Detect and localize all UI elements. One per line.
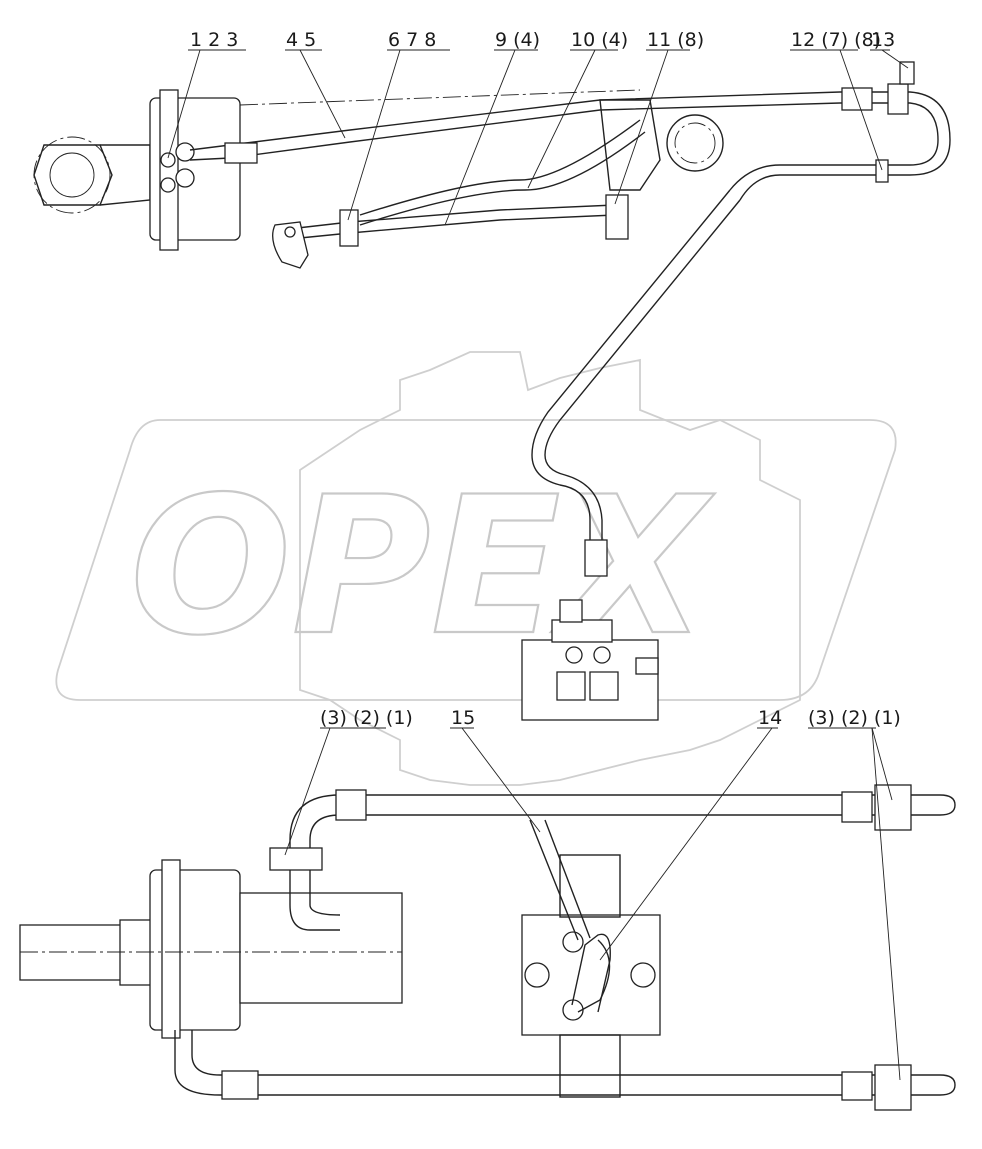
bottom-body bbox=[239, 892, 403, 1004]
callout-14: 14 bbox=[758, 707, 782, 729]
bottom-valve-port-1 bbox=[524, 962, 550, 988]
top-centerline bbox=[239, 89, 641, 106]
top-elbow-flange bbox=[272, 221, 309, 269]
callout-10-4: 10 (4) bbox=[571, 29, 628, 51]
top-clip-12 bbox=[875, 159, 889, 183]
callout-13: 13 bbox=[871, 29, 895, 51]
callout-4-5: 4 5 bbox=[286, 29, 316, 51]
top-eye-inner bbox=[49, 152, 95, 198]
callout-6-7-8: 6 7 8 bbox=[388, 29, 436, 51]
top-valve-port bbox=[666, 114, 724, 172]
top-fitting-nut bbox=[584, 539, 608, 577]
mid-valve-lever-1 bbox=[556, 671, 586, 701]
mid-valve-hole-2 bbox=[593, 646, 611, 664]
mid-valve-fitting-l bbox=[559, 599, 583, 623]
top-valve-port-dash bbox=[674, 122, 716, 164]
watermark-gear bbox=[299, 351, 801, 786]
top-clamp-11 bbox=[605, 194, 629, 240]
bottom-clamp-ul bbox=[269, 847, 323, 871]
top-pipe-cross-a bbox=[359, 119, 641, 216]
bottom-fitting-lr bbox=[841, 1071, 873, 1101]
top-pipe-upper-b bbox=[189, 102, 939, 191]
bottom-valve-port-3 bbox=[562, 931, 584, 953]
callout-leaders bbox=[167, 49, 909, 1081]
watermark-banner bbox=[55, 419, 897, 701]
top-clamp-678 bbox=[339, 209, 359, 247]
bottom-pipe-lower-a bbox=[174, 1030, 956, 1096]
top-flange-plate bbox=[159, 89, 179, 251]
bottom-fitting-ul bbox=[335, 789, 367, 821]
bottom-shaft bbox=[19, 924, 126, 981]
bottom-pipe-upper-a bbox=[289, 794, 956, 931]
callout-11-8: 11 (8) bbox=[647, 29, 704, 51]
top-clip-13 bbox=[899, 61, 915, 85]
top-bolt-4 bbox=[160, 177, 176, 193]
top-pipe-upper bbox=[189, 91, 951, 201]
top-eye-outer bbox=[33, 136, 111, 214]
callout-3-2-1-left: (3) (2) (1) bbox=[320, 707, 413, 729]
top-fitting-c bbox=[887, 83, 909, 115]
mid-valve-lever-2 bbox=[589, 671, 619, 701]
callout-12-7-8: 12 (7) (8) bbox=[791, 29, 881, 51]
bottom-cross-pipe-b bbox=[544, 819, 591, 939]
bottom-clamp-ur bbox=[874, 784, 912, 831]
bottom-fitting-ur bbox=[841, 791, 873, 823]
bottom-assembly bbox=[19, 784, 956, 1111]
top-pipe-down-a bbox=[544, 199, 741, 560]
callout-1-2-3: 1 2 3 bbox=[190, 29, 238, 51]
bottom-valve-spool-top bbox=[559, 854, 621, 918]
bottom-fitting-ll bbox=[221, 1070, 259, 1100]
bottom-cross-pipe-c bbox=[571, 933, 611, 1013]
bottom-clamp-lr bbox=[874, 1064, 912, 1111]
top-bolt-2 bbox=[160, 152, 176, 168]
top-pipe-lower-b bbox=[279, 214, 616, 241]
top-bolt-3 bbox=[175, 168, 195, 188]
callout-3-2-1-right: (3) (2) (1) bbox=[808, 707, 901, 729]
bottom-valve-spool-bot bbox=[559, 1034, 621, 1098]
bottom-cross-pipe-a bbox=[529, 819, 611, 1013]
top-assembly bbox=[33, 61, 951, 721]
top-rod bbox=[99, 144, 151, 206]
callout-15: 15 bbox=[451, 707, 475, 729]
top-bolt-1 bbox=[175, 142, 195, 162]
callout-9-4: 9 (4) bbox=[495, 29, 540, 51]
top-elbow-bolt bbox=[284, 226, 296, 238]
bottom-flange-plate bbox=[161, 859, 181, 1039]
top-fitting-a bbox=[224, 142, 258, 164]
top-eye-hex bbox=[33, 144, 113, 206]
bottom-valve-port-2 bbox=[630, 962, 656, 988]
callout-labels: 1 2 3 4 5 6 7 8 9 (4) 10 (4) 11 (8) 12 (… bbox=[190, 29, 901, 729]
top-pipe-lower-a bbox=[279, 204, 616, 231]
top-valve-body bbox=[599, 99, 661, 191]
top-pipe-down-b bbox=[531, 189, 731, 560]
mid-valve-tab bbox=[635, 657, 659, 675]
mid-valve-hole-1 bbox=[565, 646, 583, 664]
mid-valve-top bbox=[551, 619, 613, 643]
top-pipe-cross-b bbox=[359, 131, 646, 226]
